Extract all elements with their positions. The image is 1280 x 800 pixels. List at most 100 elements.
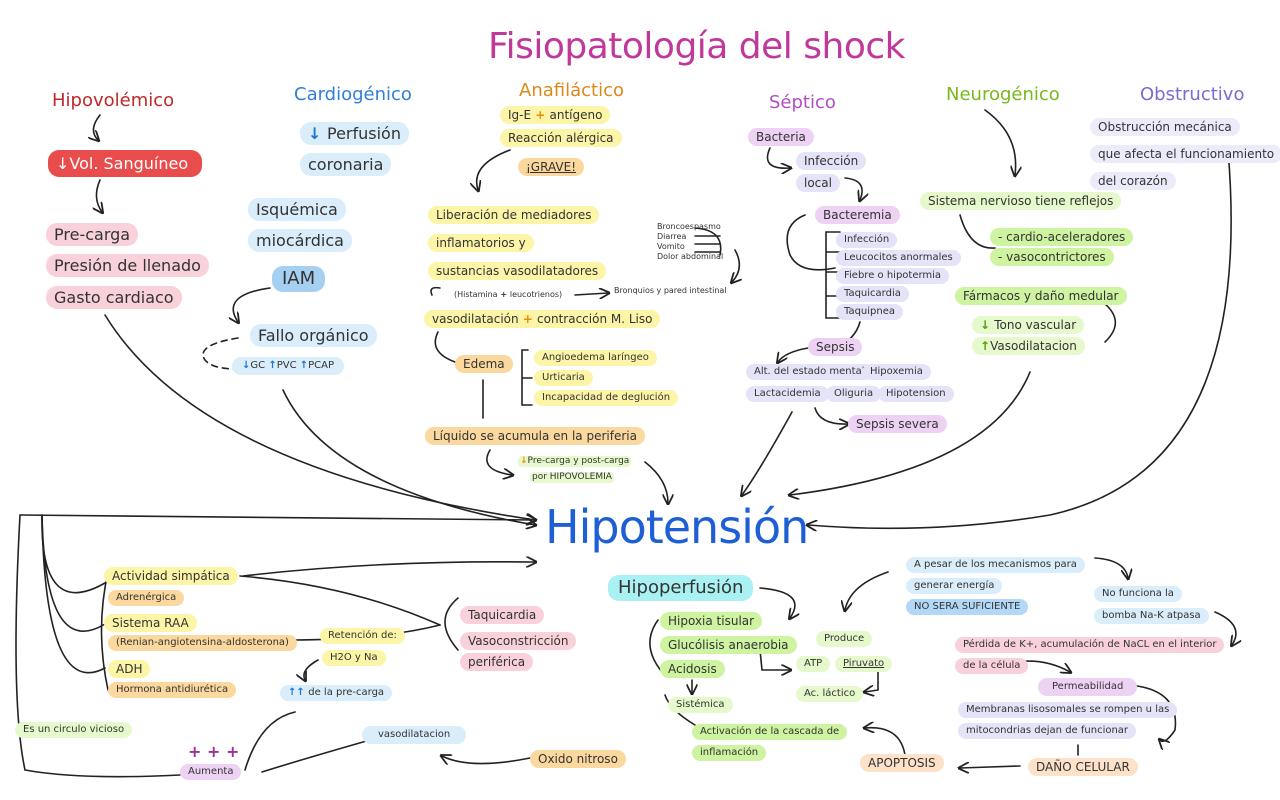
- arrow-actividad: [242, 562, 535, 577]
- hipotension-sep-node: Hipotension: [878, 386, 954, 402]
- arrow-ana-1: [477, 149, 511, 190]
- plus-signs: + + +: [188, 742, 240, 761]
- apesar-node-1: A pesar de los mecanismos para: [906, 557, 1085, 573]
- no-sera-node: NO SERA SUFICIENTE: [906, 599, 1029, 615]
- bact-item-0: Infección: [836, 232, 898, 248]
- line-vaso-plus: [261, 739, 371, 773]
- center-hipotension: Hipotensión: [545, 500, 809, 554]
- adh-node: ADH: [108, 660, 151, 679]
- aumenta-node: Aumenta: [180, 764, 242, 780]
- down-arrow-icon: ↓: [56, 154, 70, 173]
- arrow-histamina: [574, 293, 608, 295]
- activacion-node-1: Activación de la cascada de: [692, 724, 848, 740]
- arrow-iam: [233, 287, 271, 322]
- tono-node: ↓ Tono vascular: [972, 316, 1085, 335]
- pvc-label: PVC: [276, 360, 297, 371]
- infeccion-node-2: local: [796, 174, 840, 193]
- antigeno-label: antígeno: [549, 108, 603, 122]
- oliguria-node: Oliguria: [826, 386, 882, 402]
- atp-node: ATP: [796, 656, 831, 672]
- up-arrow-icon: ↑: [980, 339, 991, 353]
- activacion-node-2: inflamación: [692, 745, 767, 761]
- vasodilatacion-label: vasodilatación: [432, 312, 519, 326]
- heading-anafilactico: Anafiláctico: [519, 80, 624, 101]
- bronq-item-1: Diarrea: [657, 232, 687, 241]
- lactico-node: Ac. láctico: [796, 686, 864, 702]
- line-left-2: [19, 514, 535, 520]
- line-to-taqui: [239, 575, 441, 626]
- heading-neurogenico: Neurogénico: [946, 84, 1060, 105]
- infeccion-node-1: Infección: [796, 152, 867, 171]
- nofunciona-node-2: bomba Na-K atpasa: [1094, 608, 1209, 624]
- bracket-comp: [100, 571, 109, 691]
- vasoconst-node: - vasocontrictores: [990, 248, 1114, 267]
- taquicardia-node: Taquicardia: [460, 606, 545, 625]
- permeabilidad-node: Permeabilidad: [1038, 678, 1138, 696]
- gc-label: GC: [250, 360, 266, 371]
- glucolisis-node: Glucólisis anaerobia: [660, 636, 797, 655]
- precarga-label: de la pre-carga: [308, 687, 385, 698]
- raa-sub-node: (Renian-angiotensina-aldosterona): [108, 635, 297, 651]
- grave-node: ¡GRAVE!: [518, 158, 585, 177]
- coronaria-node: coronaria: [300, 153, 392, 177]
- obst-line-2: que afecta el funcionamiento: [1090, 145, 1280, 164]
- raa-node: Sistema RAA: [104, 614, 197, 633]
- gc-pvc-pcap-node: ↓GC ↑PVC ↑PCAP: [232, 357, 345, 375]
- bracket-edema: [521, 349, 533, 406]
- vasoconst-node-2: periférica: [460, 653, 534, 672]
- up-arrow-icon: ↑↑: [288, 687, 309, 698]
- bracket-neuro: [959, 214, 996, 249]
- edema-item-1: Urticaria: [534, 370, 593, 386]
- bacteria-node: Bacteria: [748, 128, 814, 147]
- arrow-neuro-1: [984, 109, 1016, 175]
- retencion-node-1: Retención de:: [320, 628, 405, 644]
- arrow-liquido: [486, 449, 512, 475]
- pcap-label: PCAP: [308, 360, 335, 371]
- produce-node: Produce: [816, 631, 873, 647]
- bracket-farm: [1099, 299, 1117, 343]
- plus-icon: +: [497, 290, 510, 299]
- lactacidemia-node: Lactacidemia: [746, 386, 829, 402]
- line-left-4: [41, 514, 106, 632]
- apoptosis-node: APOPTOSIS: [860, 754, 944, 773]
- vol-sanguineo-label: Vol. Sanguíneo: [69, 154, 189, 173]
- plus-icon: +: [518, 312, 538, 326]
- histamina-label: (Histamina: [454, 290, 498, 299]
- plus-icon: +: [531, 108, 550, 122]
- alt-mental-node: Alt. del estado mental: [746, 364, 873, 380]
- gasto-node: Gasto cardiaco: [46, 286, 182, 310]
- arrow-sep-to-center: [742, 411, 793, 495]
- piruvato-node: Piruvato: [835, 656, 893, 672]
- arrow-oxido: [442, 756, 531, 764]
- arrow-piruvato: [865, 671, 879, 692]
- sepsis-node: Sepsis: [808, 338, 863, 357]
- bact-item-1: Leucocitos anormales: [836, 250, 961, 266]
- arrow-bacteria: [766, 147, 791, 168]
- nofunciona-node-1: No funciona la: [1094, 586, 1182, 602]
- vol-sanguineo-node: ↓Vol. Sanguíneo: [48, 150, 203, 178]
- hipoperfusion-node: Hipoperfusión: [608, 575, 754, 601]
- edema-item-0: Angioedema laríngeo: [534, 350, 657, 366]
- precarga-node: Pre-carga: [46, 223, 139, 247]
- vasodil-label: Vasodilatacion: [990, 339, 1077, 353]
- precarga-aumenta-node: ↑↑ de la pre-carga: [280, 685, 393, 701]
- liberacion-1: Liberación de mediadores: [428, 206, 600, 225]
- sepsis-severa-node: Sepsis severa: [848, 415, 947, 434]
- edema-item-2: Incapacidad de deglución: [534, 390, 679, 406]
- perfusion-label: Perfusión: [326, 124, 401, 143]
- histamina-text: (Histamina + leucotrienos): [452, 290, 564, 300]
- bracket-bronq: [694, 227, 722, 256]
- precarga-label: Pre-carga y post-carga: [527, 456, 630, 466]
- heading-cardiogenico: Cardiogénico: [294, 84, 412, 105]
- adrenergica-node: Adrenérgica: [108, 590, 185, 606]
- down-arrow-icon: ↓: [520, 456, 528, 466]
- miocardica-node: miocárdica: [248, 229, 352, 253]
- bact-item-3: Taquicardia: [836, 286, 909, 302]
- heading-hipovolemico: Hipovolémico: [52, 90, 175, 111]
- arrow-cardio-to-center: [282, 389, 535, 525]
- contraccion-label: contracción M. Liso: [537, 312, 653, 326]
- curve-vaso-edema: [434, 331, 456, 363]
- arrow-infeccion: [844, 177, 862, 200]
- arrow-apoptosis-cascada: [865, 728, 906, 756]
- precarga-hipovolemia-2: por HIPOVOLEMIA: [530, 472, 614, 483]
